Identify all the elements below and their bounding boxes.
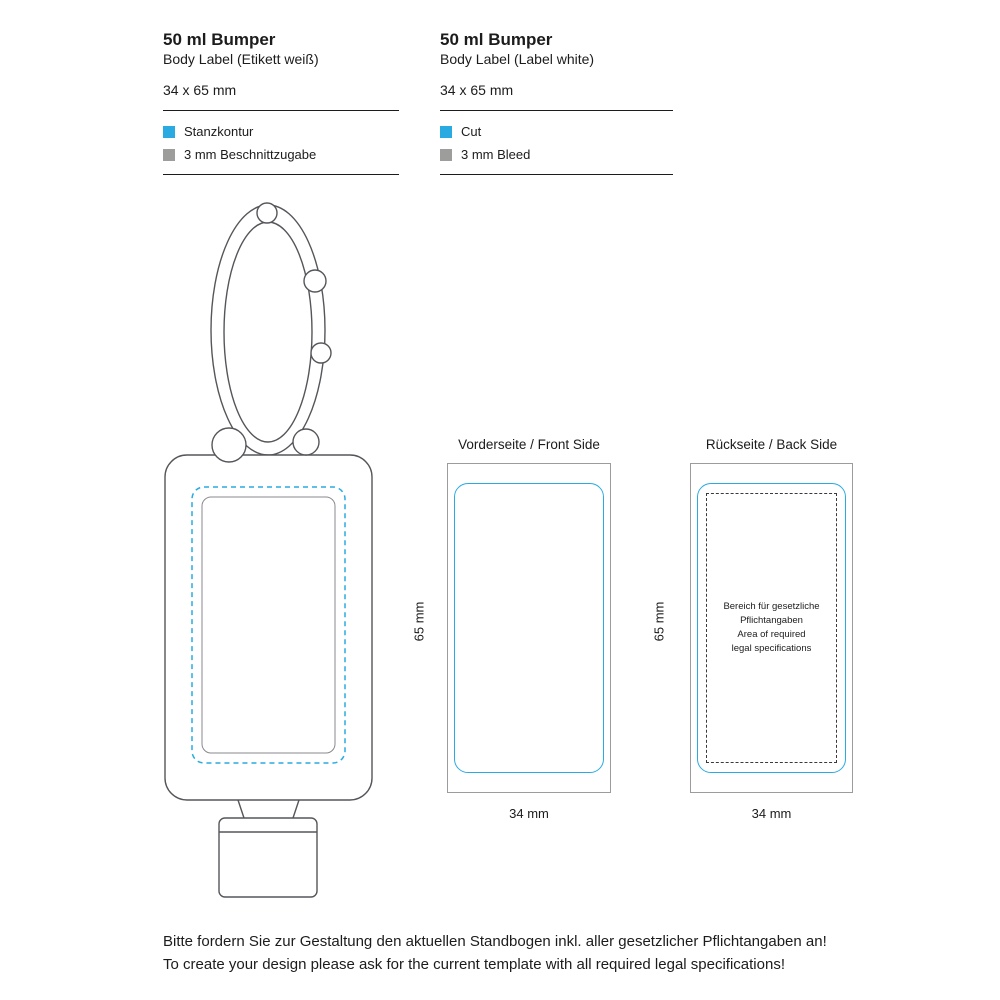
front-bleed-box: [447, 463, 611, 793]
bleed-color-swatch: [163, 148, 175, 161]
product-title-en: 50 ml Bumper: [440, 30, 553, 49]
product-subtitle-de: Body Label (Etikett weiß): [163, 50, 319, 67]
back-width-label: 34 mm: [751, 806, 792, 821]
legal-text-line: legal specifications: [731, 642, 812, 654]
front-cut-contour: [454, 483, 604, 773]
divider: [440, 174, 673, 176]
legend-label-bleed: 3 mm Beschnittzugabe: [184, 147, 317, 163]
label-size-en: 34 x 65 mm: [440, 82, 514, 99]
bottle-illustration: [164, 202, 373, 898]
legend-item-cut: Cut: [440, 124, 673, 139]
bottle-body-outline: [164, 454, 373, 801]
legal-text-line: Bereich für gesetzliche: [723, 601, 820, 613]
legal-text-line: Pflichtangaben: [740, 615, 803, 627]
bleed-color-swatch: [440, 148, 452, 161]
front-panel: Vorderseite / Front Side 34 mm: [447, 437, 611, 821]
legend-item-cut: Stanzkontur: [163, 124, 399, 139]
back-panel: Rückseite / Back Side Bereich für gesetz…: [690, 437, 853, 821]
loop-bead-right-upper: [303, 269, 327, 293]
cut-color-swatch: [163, 125, 175, 138]
divider: [163, 110, 399, 112]
legal-text: Bereich für gesetzliche Pflichtangaben A…: [723, 600, 819, 655]
front-width-label: 34 mm: [509, 806, 549, 821]
hang-loop-outer: [210, 204, 326, 456]
header-en: 50 ml Bumper Body Label (Label white) 34…: [440, 30, 673, 176]
legend-label-bleed: 3 mm Bleed: [461, 147, 531, 163]
header-de: 50 ml Bumper Body Label (Etikett weiß) 3…: [163, 30, 399, 176]
back-panel-title: Rückseite / Back Side: [705, 437, 838, 452]
loop-bead-right-lower: [310, 342, 332, 364]
footer-note-en: To create your design please ask for the…: [163, 955, 785, 973]
front-height-label: 65 mm: [411, 601, 427, 642]
legend-de: Stanzkontur 3 mm Beschnittzugabe: [163, 124, 399, 162]
label-size-de: 34 x 65 mm: [163, 82, 237, 99]
neck-ring-right: [292, 428, 320, 456]
legend-label-cut: Cut: [461, 124, 482, 140]
cut-color-swatch: [440, 125, 452, 138]
bottle-shoulder: [237, 799, 300, 819]
loop-bead-top: [256, 202, 278, 224]
label-die-cut-contour: [191, 486, 346, 764]
neck-ring-left: [211, 427, 247, 463]
footer-note-de: Bitte fordern Sie zur Gestaltung den akt…: [163, 933, 827, 950]
legend-label-cut: Stanzkontur: [184, 124, 254, 140]
legal-specifications-area: Bereich für gesetzliche Pflichtangaben A…: [706, 493, 837, 763]
footer: Bitte fordern Sie zur Gestaltung den akt…: [163, 931, 827, 976]
back-height-label: 65 mm: [651, 601, 667, 642]
label-area-outline: [201, 496, 336, 754]
back-bleed-box: Bereich für gesetzliche Pflichtangaben A…: [690, 463, 853, 793]
legend-item-bleed: 3 mm Bleed: [440, 147, 673, 162]
legend-en: Cut 3 mm Bleed: [440, 124, 673, 162]
legal-text-line: Area of required: [737, 629, 806, 640]
hang-loop-inner: [223, 221, 313, 443]
front-panel-title: Vorderseite / Front Side: [458, 437, 600, 452]
divider: [440, 110, 673, 112]
legend-item-bleed: 3 mm Beschnittzugabe: [163, 147, 399, 162]
divider: [163, 174, 399, 176]
bottle-cap: [218, 817, 318, 898]
product-title-de: 50 ml Bumper: [163, 30, 276, 49]
product-subtitle-en: Body Label (Label white): [440, 50, 595, 67]
back-cut-contour: [697, 483, 846, 773]
